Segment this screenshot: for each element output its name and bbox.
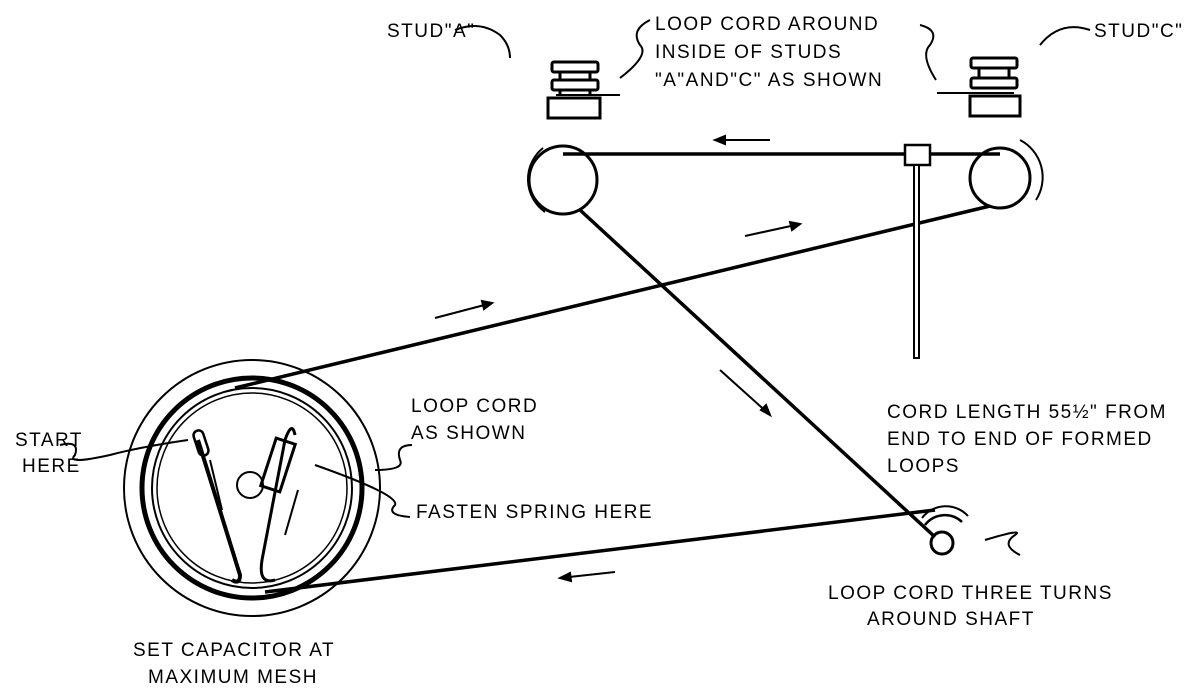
capacitor-drum (123, 359, 381, 617)
direction-arrows (209, 134, 803, 583)
label-start-2: HERE (22, 456, 81, 477)
label-shaft-note-1: LOOP CORD THREE TURNS (828, 583, 1113, 604)
right-pulley (968, 146, 1032, 210)
rotation-arrow-right (1019, 139, 1044, 201)
label-shaft-note-2: AROUND SHAFT (867, 609, 1035, 630)
left-pulley (527, 144, 599, 216)
label-studs-note-1: LOOP CORD AROUND (655, 14, 879, 35)
label-loop-cord-2: AS SHOWN (411, 423, 526, 444)
label-studs-note-2: INSIDE OF STUDS (655, 42, 842, 63)
pointer-block (903, 143, 932, 167)
label-stud-c: STUD"C" (1094, 21, 1183, 42)
leader-lines (59, 19, 1091, 556)
pointer (913, 164, 920, 359)
label-loop-cord-1: LOOP CORD (411, 396, 538, 417)
label-capacitor-2: MAXIMUM MESH (148, 667, 318, 688)
dial-cord (234, 152, 1000, 594)
label-studs-note-3: "A"AND"C" AS SHOWN (655, 70, 883, 91)
tuning-shaft (929, 530, 955, 556)
drum-hub (236, 471, 264, 499)
stud-c (937, 56, 1022, 118)
label-fasten-spring: FASTEN SPRING HERE (416, 502, 653, 523)
stud-a (546, 60, 620, 120)
label-cord-length-1: CORD LENGTH 55½" FROM (887, 402, 1167, 423)
label-capacitor-1: SET CAPACITOR AT (133, 640, 335, 661)
label-cord-length-2: END TO END OF FORMED (887, 429, 1153, 450)
label-cord-length-3: LOOPS (887, 456, 960, 477)
label-stud-a: STUD"A" (387, 21, 475, 42)
rotation-arrow-left (526, 147, 546, 213)
label-start-1: START (15, 430, 83, 451)
